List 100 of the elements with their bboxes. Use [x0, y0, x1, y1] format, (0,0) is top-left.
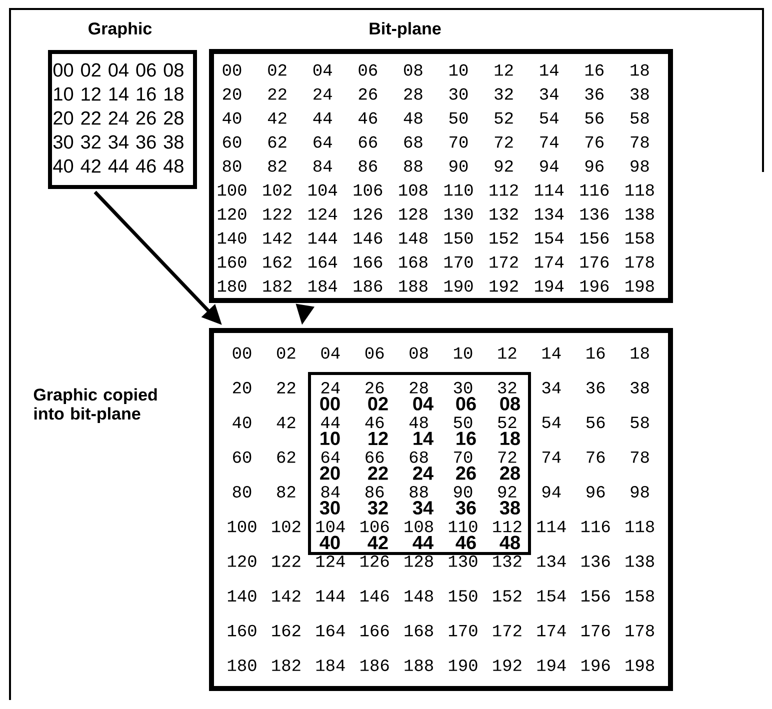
grid-number: 176 [582, 624, 610, 636]
grid-number: 68 [410, 451, 428, 463]
grid-number: 10 [454, 347, 472, 359]
grid-number: 44 [108, 159, 128, 173]
grid-number: 12 [498, 347, 516, 359]
grid-number: 10 [450, 64, 468, 76]
grid-number: 48 [500, 536, 520, 550]
grid-number: 56 [585, 112, 604, 124]
grid-number: 134 [537, 555, 566, 567]
grid-number: 172 [490, 256, 518, 268]
grid-number: 58 [630, 112, 649, 124]
grid-number: 28 [410, 382, 428, 394]
grid-number: 40 [222, 112, 242, 124]
grid-number: 20 [54, 111, 74, 125]
grid-number: 14 [542, 347, 561, 359]
grid-number: 168 [404, 624, 433, 636]
grid-number: 130 [444, 208, 473, 220]
grid-number: 44 [321, 416, 340, 428]
grid-number: 158 [626, 590, 654, 602]
grid-number: 142 [272, 590, 300, 602]
grid-number: 30 [320, 501, 340, 515]
side-caption: Graphic copied into bit-plane [34, 388, 157, 424]
grid-number: 14 [414, 432, 434, 445]
grid-number: 90 [454, 486, 472, 498]
grid-number: 108 [404, 520, 433, 532]
grid-number: 82 [277, 486, 296, 498]
grid-number: 44 [313, 112, 332, 124]
grid-number: 46 [365, 416, 384, 428]
grid-number: 130 [448, 555, 478, 567]
grid-number: 02 [268, 64, 286, 76]
grid-number: 120 [228, 555, 256, 567]
grid-number: 164 [308, 256, 338, 268]
grid-number: 186 [360, 660, 389, 672]
grid-number: 122 [272, 556, 300, 567]
grid-number: 144 [308, 232, 338, 244]
grid-number: 16 [586, 347, 605, 359]
box-heading: Bit-plane [370, 22, 441, 38]
grid-number: 106 [360, 520, 389, 532]
grid-number: 110 [448, 520, 478, 532]
grid-number: 76 [586, 136, 604, 148]
grid-number: 64 [321, 451, 340, 463]
grid-number: 00 [320, 396, 340, 410]
grid-number: 126 [354, 208, 382, 220]
grid-number: 38 [164, 135, 184, 149]
grid-number: 178 [626, 624, 654, 636]
grid-number: 18 [630, 347, 649, 359]
grid-number: 156 [580, 232, 609, 244]
grid-number: 74 [540, 136, 558, 148]
grid-number: 48 [164, 159, 184, 173]
grid-number: 36 [456, 501, 476, 515]
grid-number: 146 [360, 590, 389, 602]
grid-number: 170 [448, 624, 478, 636]
grid-number: 132 [493, 555, 522, 567]
grid-number: 30 [449, 88, 468, 100]
grid-number: 34 [540, 88, 558, 100]
grid-number: 132 [490, 208, 518, 220]
grid-number: 22 [81, 111, 100, 125]
grid-number: 04 [413, 396, 434, 410]
grid-number: 180 [218, 280, 246, 292]
grid-number: 72 [494, 136, 513, 148]
grid-number: 134 [535, 208, 564, 220]
grid-number: 190 [444, 280, 473, 292]
grid-number: 26 [136, 111, 156, 125]
grid-number: 52 [498, 416, 516, 428]
grid-number: 34 [412, 501, 434, 515]
grid-number: 186 [354, 280, 382, 292]
grid-number: 66 [366, 451, 384, 463]
grid-number: 54 [540, 112, 558, 124]
grid-number: 168 [399, 256, 428, 268]
grid-number: 60 [223, 136, 242, 148]
grid-number: 50 [449, 112, 468, 124]
grid-number: 192 [493, 660, 522, 672]
grid-number: 124 [308, 208, 338, 220]
grid-number: 152 [490, 232, 518, 244]
grid-number: 52 [494, 112, 513, 124]
grid-number: 166 [354, 256, 382, 268]
grid-number: 100 [218, 184, 246, 196]
grid-number: 172 [493, 624, 522, 636]
grid-number: 120 [218, 208, 246, 220]
grid-number: 42 [368, 536, 388, 550]
grid-number: 86 [358, 160, 377, 172]
grid-number: 42 [268, 112, 286, 124]
grid-number: 26 [366, 382, 384, 394]
grid-number: 64 [314, 136, 332, 148]
grid-number: 08 [410, 347, 428, 359]
grid-number: 24 [321, 382, 340, 394]
grid-number: 148 [404, 590, 433, 602]
grid-number: 166 [360, 624, 389, 636]
grid-number: 126 [360, 555, 389, 567]
grid-number: 112 [493, 520, 522, 532]
grid-number: 50 [454, 416, 472, 428]
grid-number: 88 [404, 160, 422, 172]
grid-number: 128 [404, 555, 433, 567]
box-heading: Graphic [88, 22, 152, 38]
grid-number: 102 [272, 520, 300, 532]
grid-number: 18 [164, 87, 184, 101]
grid-number: 140 [218, 232, 246, 244]
grid-number: 14 [109, 87, 128, 101]
grid-number: 90 [449, 160, 468, 172]
grid-number: 12 [82, 87, 100, 101]
